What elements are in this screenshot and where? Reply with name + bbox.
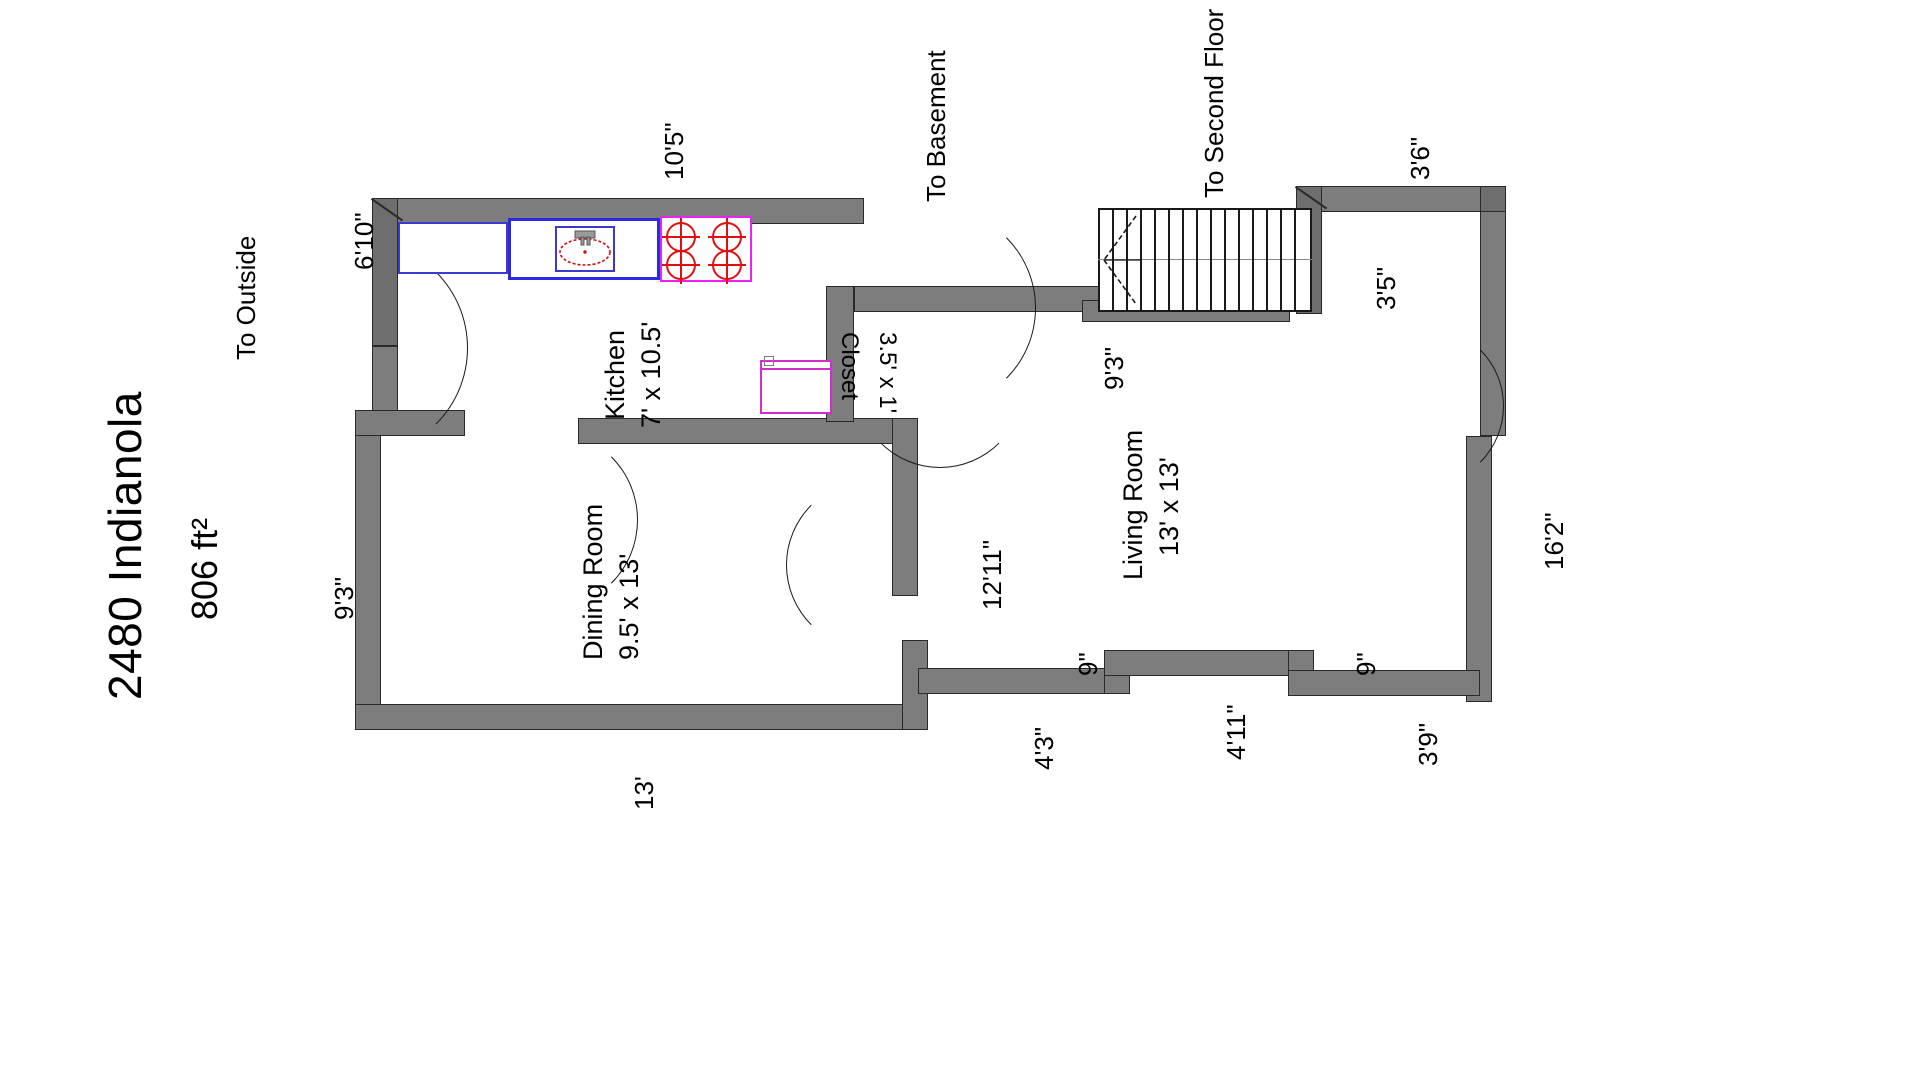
dimension-bottom-a: 4'3" [1029, 726, 1059, 770]
room-size-dining: 9.5' x 13' [614, 553, 644, 660]
wall-upper-right [1296, 186, 1506, 212]
wall-living-bottom-left [918, 668, 1114, 694]
dimension-top-right: 3'6" [1405, 136, 1435, 180]
closet-rod-icon [762, 368, 830, 370]
stair-center-line [1098, 259, 1312, 261]
wall-living-bottom-mid [1104, 650, 1300, 676]
dimension-living-divider: 12'11" [977, 539, 1007, 610]
stair-tread [1294, 208, 1296, 312]
dimension-notch-right: 9" [1351, 652, 1381, 676]
dimension-hall-right: 9'3" [1099, 346, 1129, 390]
stove-burner-4 [708, 246, 746, 284]
wall-living-bottom-right [1288, 670, 1480, 696]
door-arc-dining [458, 430, 638, 610]
sink-fixture-icon [559, 230, 611, 266]
stair-direction-arrow-icon [1103, 215, 1140, 305]
kitchen-counter-run [398, 222, 508, 274]
annotation-to-second-floor: To Second Floor [1199, 8, 1229, 198]
stair-tread [1154, 208, 1156, 312]
door-arc-living-left [786, 480, 956, 650]
stair-tread [1238, 208, 1240, 312]
stair-tread [1168, 208, 1170, 312]
dimension-stair-right: 3'5" [1371, 266, 1401, 310]
stair-tread [1140, 208, 1142, 312]
stove-burner-3 [662, 246, 700, 284]
dimension-dining-bottom: 13' [629, 776, 659, 810]
dimension-kitchen-top: 10'5" [659, 122, 689, 180]
dimension-kitchen-left: 6'10" [349, 212, 379, 270]
room-label-dining: Dining Room [578, 503, 608, 660]
room-size-living: 13' x 13' [1154, 457, 1184, 556]
wall-dining-bottom [355, 704, 927, 730]
door-arc-to-outside [252, 240, 468, 456]
wall-right-outer-bottom [1466, 436, 1492, 702]
wall-right-outer-top [1480, 186, 1506, 436]
stair-tread [1182, 208, 1184, 312]
plan-area: 806 ft² [184, 517, 225, 620]
dimension-bottom-b: 4'11" [1221, 704, 1251, 760]
room-size-kitchen: 7' x 10.5' [636, 321, 666, 428]
room-label-kitchen: Kitchen [600, 329, 630, 420]
stair-tread [1252, 208, 1254, 312]
annotation-to-outside: To Outside [231, 235, 261, 360]
dimension-bottom-c: 3'9" [1413, 722, 1443, 766]
dimension-dining-left: 9'3" [329, 576, 359, 620]
stair-tread [1196, 208, 1198, 312]
stair-tread [1280, 208, 1282, 312]
closet-hook-icon [764, 356, 774, 366]
dimension-notch-left: 9" [1073, 652, 1103, 676]
stair-tread [1224, 208, 1226, 312]
wall-right-outer-cap [1480, 186, 1506, 212]
room-size-closet: 3.5' x 1' [874, 332, 901, 414]
page-title: 2480 Indianola [99, 391, 151, 700]
door-arc-living-right [1344, 326, 1504, 486]
wall-dining-left [355, 410, 381, 730]
door-arc-closet [856, 300, 1024, 468]
stair-tread [1210, 208, 1212, 312]
wall-dining-top-right [578, 418, 918, 444]
annotation-to-basement: To Basement [921, 50, 951, 202]
room-label-living: Living Room [1118, 429, 1148, 580]
dimension-right-side: 16'2" [1539, 512, 1569, 570]
stair-tread [1266, 208, 1268, 312]
room-label-closet: Closet [836, 332, 863, 401]
